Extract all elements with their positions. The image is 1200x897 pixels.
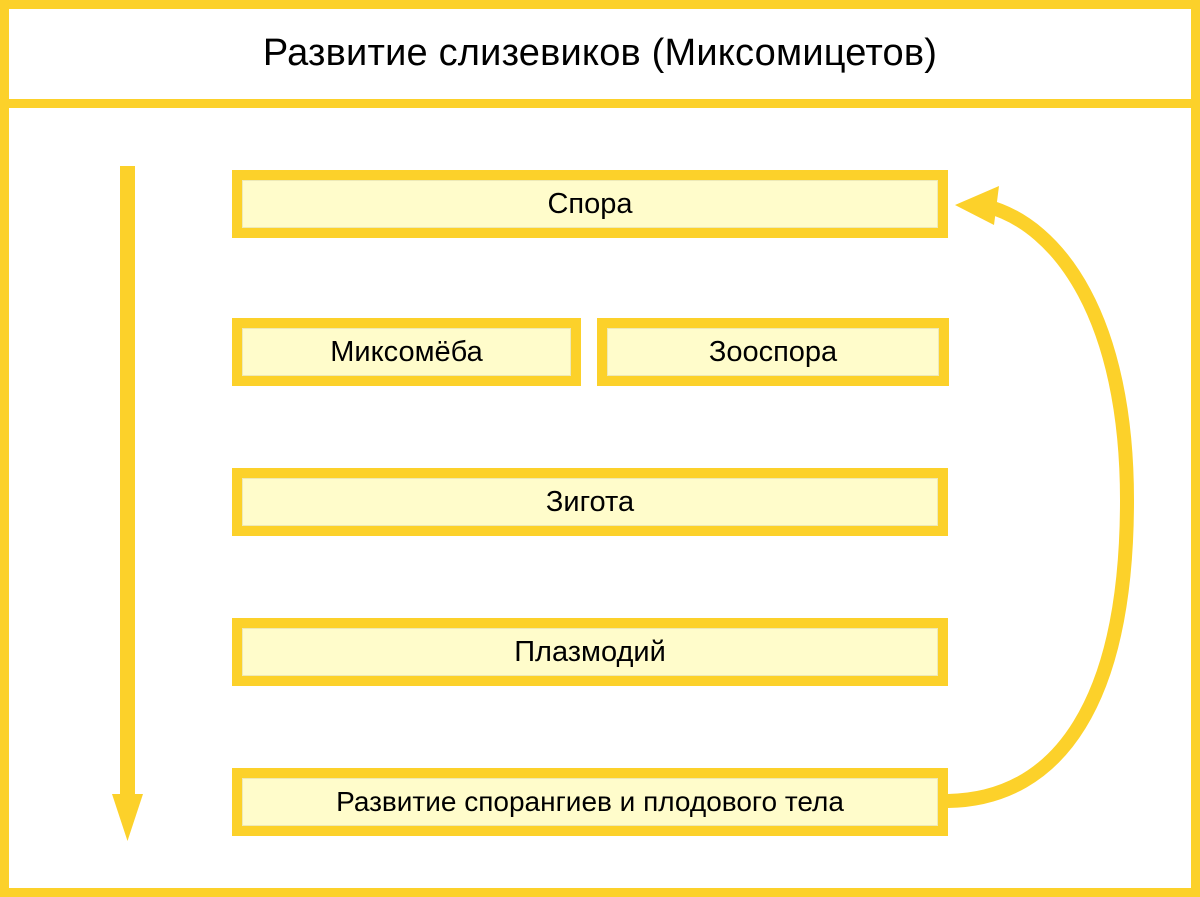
stage-label-zoospore: Зооспора <box>708 335 838 368</box>
frame-border-bottom <box>0 888 1200 897</box>
frame-border-right <box>1191 0 1200 897</box>
title-divider-rule <box>0 99 1200 108</box>
stage-label-myxameba: Миксомёба <box>330 335 483 368</box>
stage-box-myxameba[interactable]: Миксомёба <box>232 318 581 386</box>
stage-box-sporangia[interactable]: Развитие спорангиев и плодового тела <box>232 768 948 836</box>
stage-label-plasmodium: Плазмодий <box>514 635 666 668</box>
stage-label-zygote: Зигота <box>545 485 635 518</box>
frame-border-left <box>0 0 9 897</box>
curved-return-arrow <box>941 186 1135 808</box>
stage-box-spore[interactable]: Спора <box>232 170 948 238</box>
downward-progression-arrow <box>112 166 143 841</box>
stage-box-zygote[interactable]: Зигота <box>232 468 948 536</box>
stage-label-sporangia: Развитие спорангиев и плодового тела <box>336 786 844 817</box>
slide-title: Развитие слизевиков (Миксомицетов) <box>262 32 938 75</box>
stage-box-zoospore[interactable]: Зооспора <box>597 318 949 386</box>
frame-border-top <box>0 0 1200 9</box>
stage-label-spore: Спора <box>547 187 633 220</box>
stage-box-plasmodium[interactable]: Плазмодий <box>232 618 948 686</box>
title-bar: Развитие слизевиков (Миксомицетов) <box>9 9 1191 99</box>
